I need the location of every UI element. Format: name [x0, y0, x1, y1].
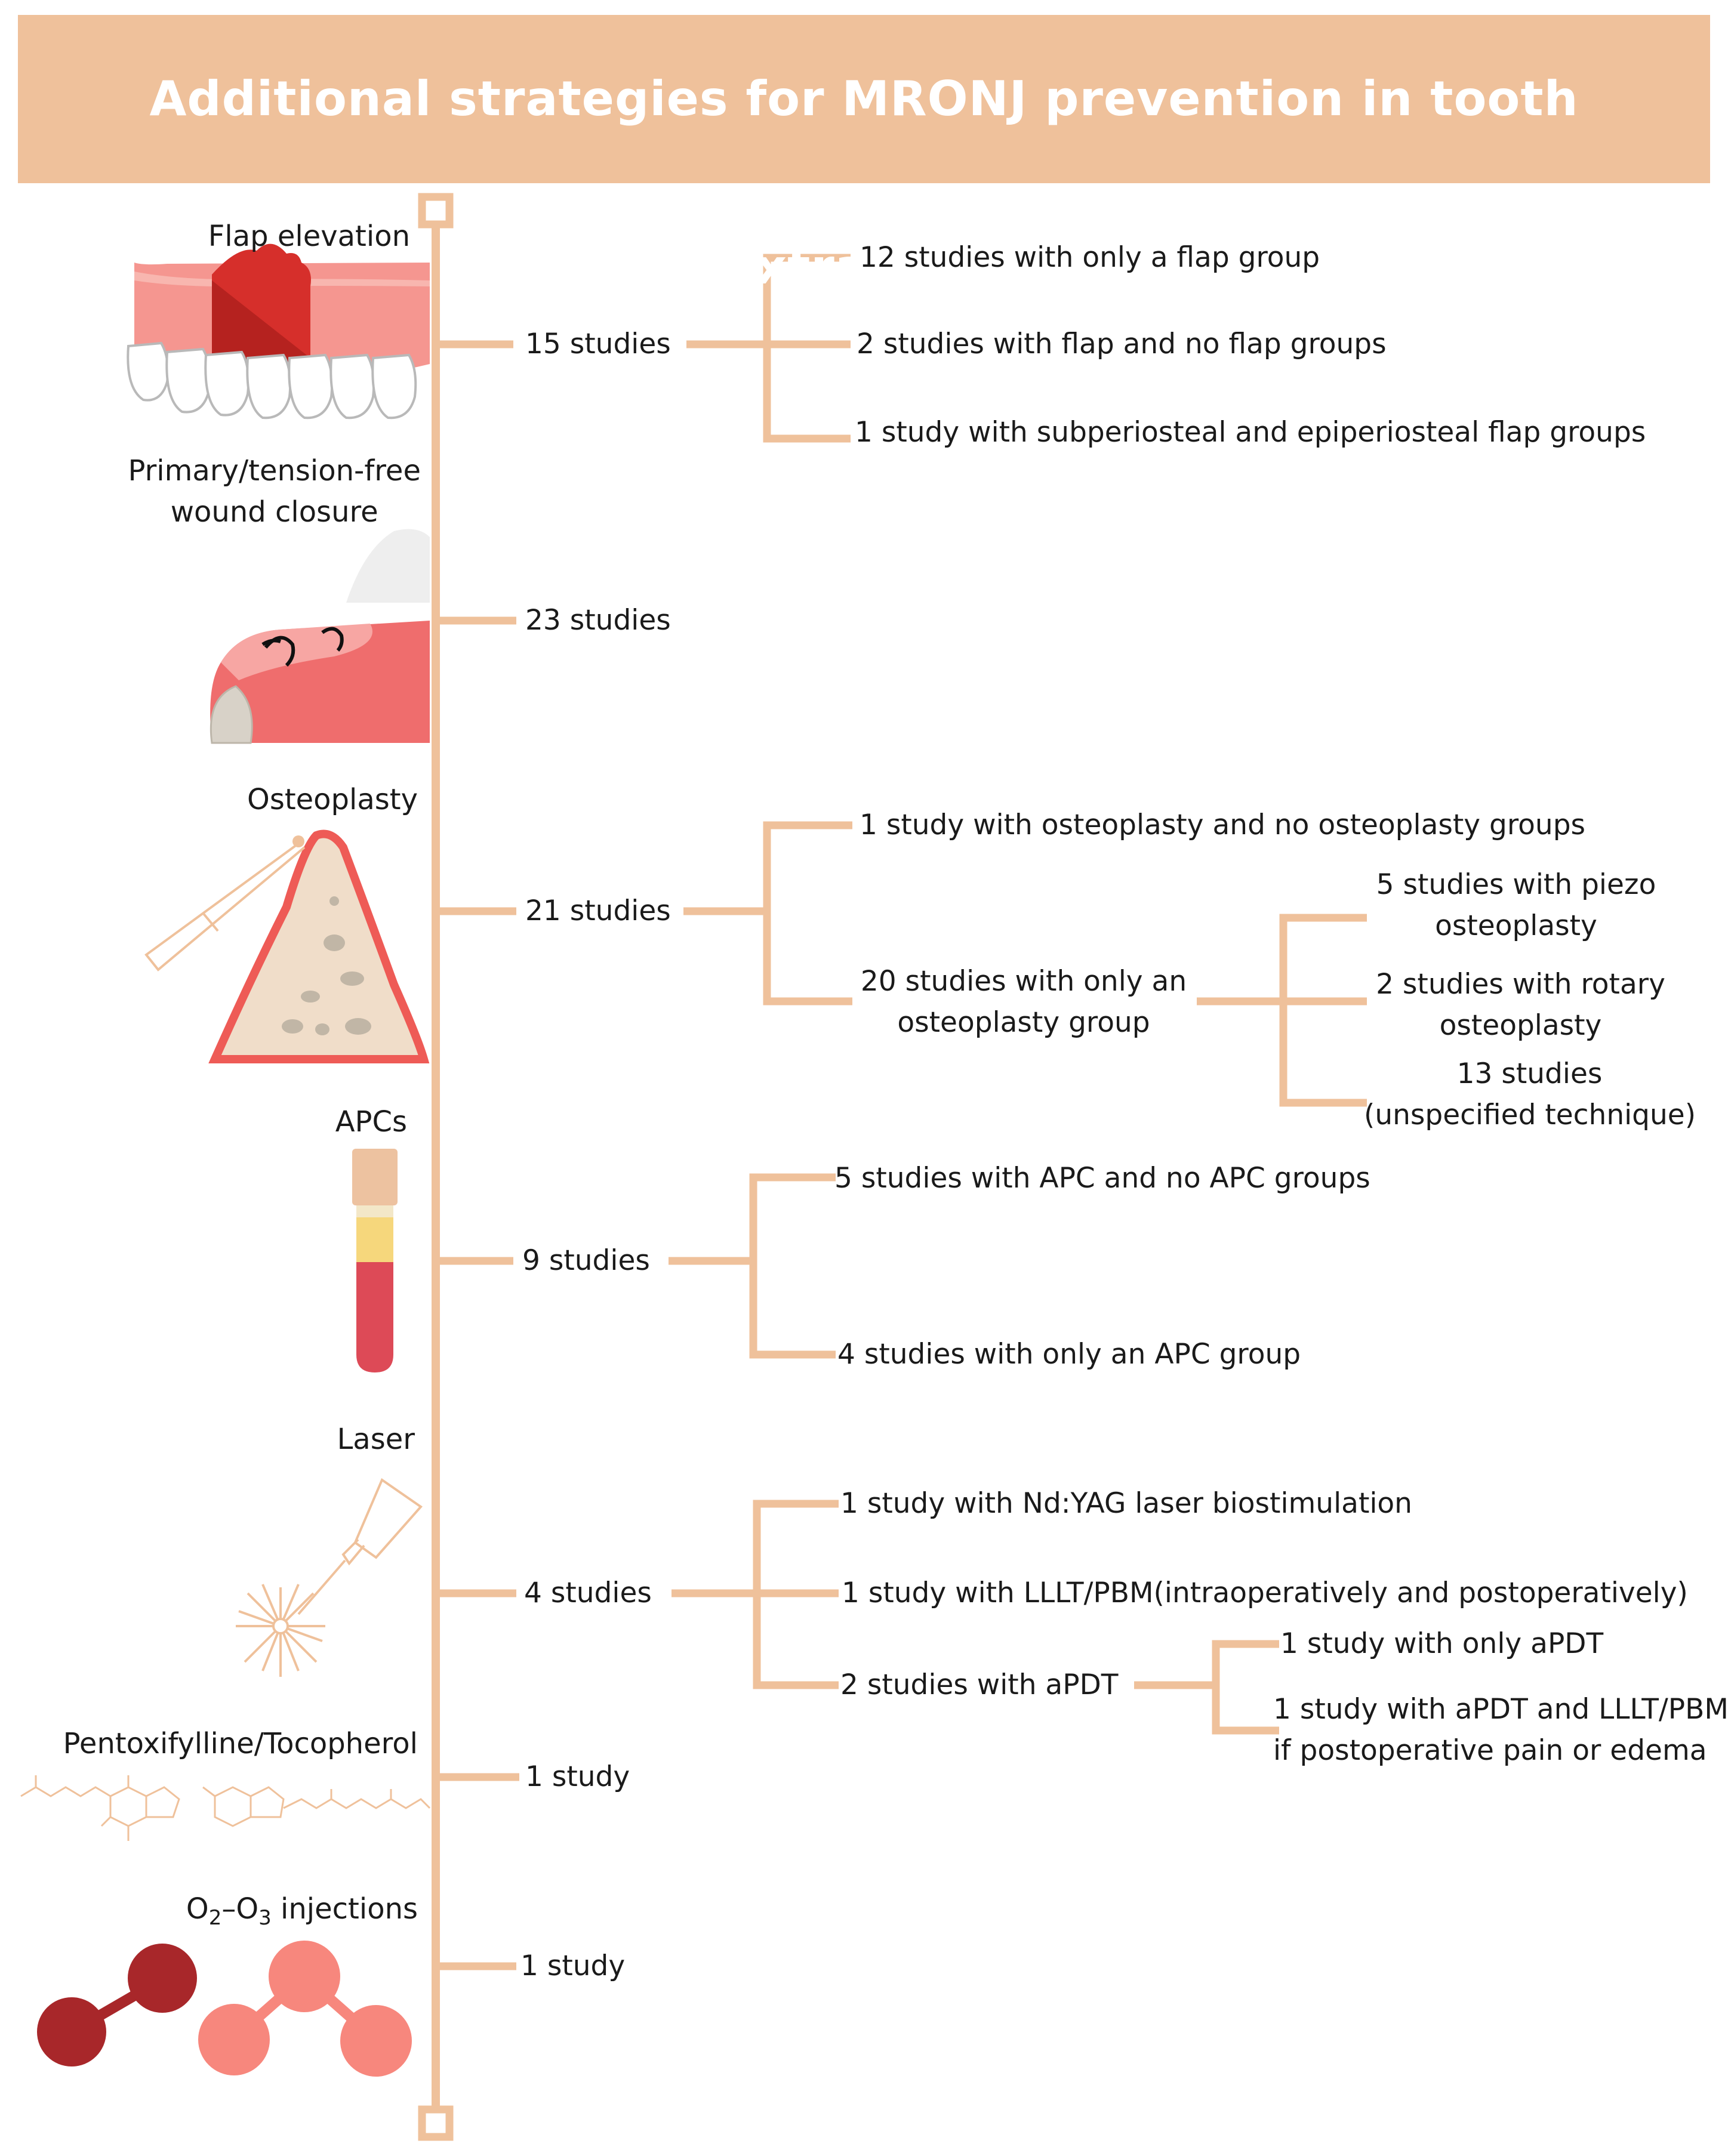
- detail-osteoplasty-unspecified-line2: (unspecified technique): [1364, 1099, 1696, 1131]
- detail-osteoplasty-unspecified: 13 studies (unspecified technique): [1364, 1053, 1696, 1136]
- count-laser: 4 studies: [524, 1577, 652, 1609]
- detail-osteoplasty-piezo-line2: osteoplasty: [1435, 909, 1597, 942]
- connector-lines: [436, 254, 1367, 1970]
- count-apcs: 9 studies: [522, 1244, 650, 1277]
- category-label-pentoxifylline: Pentoxifylline/Tocopherol: [63, 1727, 418, 1760]
- ozone-sub1: 2: [208, 1906, 222, 1930]
- blood-tube-icon: [352, 1149, 398, 1372]
- page-title: Additional strategies for MRONJ preventi…: [149, 71, 1579, 295]
- category-label-osteoplasty: Osteoplasty: [247, 783, 418, 816]
- count-ozone: 1 study: [520, 1950, 626, 1982]
- detail-apc-2: 4 studies with only an APC group: [837, 1338, 1301, 1371]
- molecule-balls-icon: [37, 1941, 412, 2077]
- category-label-flap: Flap elevation: [208, 220, 410, 253]
- count-wound-closure: 23 studies: [525, 604, 671, 637]
- category-label-wound-closure-line1: Primary/tension-free: [128, 454, 421, 488]
- detail-flap-3: 1 study with subperiosteal and epiperios…: [855, 416, 1646, 449]
- count-flap: 15 studies: [525, 328, 671, 360]
- laser-icon: [236, 1478, 423, 1677]
- sutured-gum-icon: [210, 529, 430, 744]
- category-label-apcs: APCs: [335, 1105, 407, 1139]
- header-banner: Additional strategies for MRONJ preventi…: [18, 15, 1710, 295]
- osteoplasty-subgroup-label: 20 studies with only an osteoplasty grou…: [857, 961, 1191, 1043]
- osteoplasty-subgroup-line2: osteoplasty group: [897, 1006, 1150, 1039]
- category-label-wound-closure: Primary/tension-free wound closure: [128, 451, 421, 533]
- count-pentoxifylline: 1 study: [525, 1760, 630, 1793]
- detail-osteoplasty-piezo-line1: 5 studies with piezo: [1376, 868, 1656, 901]
- laser-subgroup-label: 2 studies with aPDT: [840, 1668, 1119, 1701]
- ozone-suffix: injections: [271, 1892, 418, 1926]
- ozone-mid: –O: [221, 1892, 259, 1926]
- bone-scalpel-icon: [144, 829, 430, 1063]
- detail-laser-apdt-lllt: 1 study with aPDT and LLLT/PBM if postop…: [1273, 1689, 1728, 1771]
- detail-laser-2: 1 study with LLLT/PBM(intraoperatively a…: [842, 1577, 1688, 1609]
- ozone-sub2: 3: [258, 1906, 272, 1930]
- ozone-prefix: O: [186, 1892, 209, 1926]
- category-label-laser: Laser: [337, 1423, 415, 1456]
- detail-flap-1: 12 studies with only a flap group: [860, 241, 1320, 274]
- detail-laser-apdt-only: 1 study with only aPDT: [1280, 1627, 1604, 1660]
- detail-apc-1: 5 studies with APC and no APC groups: [834, 1162, 1370, 1195]
- molecule-structure-icon: [20, 1775, 431, 1841]
- detail-laser-apdt-lllt-line2: if postoperative pain or edema: [1273, 1734, 1707, 1767]
- detail-laser-apdt-lllt-line1: 1 study with aPDT and LLLT/PBM: [1273, 1693, 1728, 1726]
- detail-laser-1: 1 study with Nd:YAG laser biostimulation: [840, 1487, 1412, 1520]
- count-osteoplasty: 21 studies: [525, 895, 671, 927]
- category-label-ozone: O2–O3 injections: [186, 1889, 418, 1933]
- osteoplasty-subgroup-line1: 20 studies with only an: [860, 965, 1187, 998]
- detail-osteoplasty-unspecified-line1: 13 studies: [1456, 1057, 1603, 1090]
- detail-osteoplasty-rotary: 2 studies with rotary osteoplasty: [1370, 964, 1671, 1046]
- tooth-flap-icon: [127, 243, 430, 420]
- category-label-wound-closure-line2: wound closure: [170, 495, 378, 529]
- detail-osteoplasty-1: 1 study with osteoplasty and no osteopla…: [860, 809, 1586, 841]
- detail-osteoplasty-piezo: 5 studies with piezo osteoplasty: [1367, 864, 1665, 946]
- detail-flap-2: 2 studies with flap and no flap groups: [857, 328, 1387, 360]
- detail-osteoplasty-rotary-line1: 2 studies with rotary: [1376, 968, 1665, 1001]
- detail-osteoplasty-rotary-line2: osteoplasty: [1439, 1009, 1602, 1042]
- timeline: [418, 193, 454, 2141]
